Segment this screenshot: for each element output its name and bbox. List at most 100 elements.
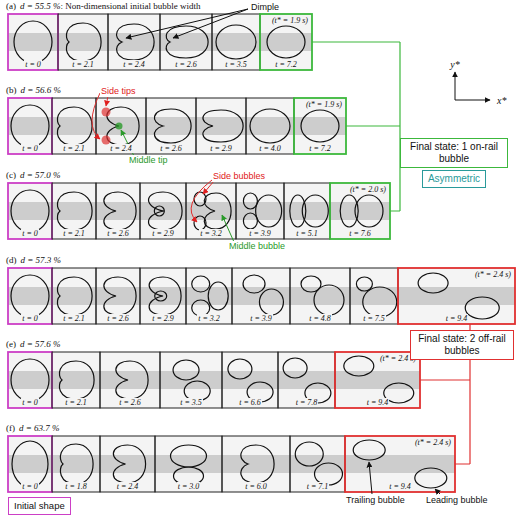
- width-value: d = 55.5 %: [20, 1, 61, 11]
- pointer-arrow: [191, 180, 212, 222]
- rail-band: [222, 455, 290, 473]
- channel-frame: [52, 183, 96, 239]
- panel-header: (a)d = 55.5 %: Non-dimensional initial b…: [6, 1, 201, 12]
- panel-header: (b)d = 56.6 %: [6, 85, 61, 96]
- bubble-outline: [166, 26, 208, 58]
- rail-band: [8, 117, 52, 135]
- bubble-outline: [243, 275, 265, 293]
- bubble-outline: [243, 193, 257, 209]
- bubble-outline: [12, 441, 48, 487]
- middle-tip-note: Middle tip: [128, 155, 169, 166]
- time-label: t = 9.4: [366, 398, 390, 407]
- time-label: t = 7.2: [308, 144, 332, 153]
- channel-frame: [8, 98, 52, 154]
- channel-frame: [100, 436, 155, 492]
- rail-band: [96, 202, 140, 220]
- channel-frame: [186, 268, 232, 324]
- frame-border: [186, 268, 232, 324]
- channel-frame: [52, 98, 96, 154]
- bubble-outline: [113, 445, 145, 483]
- channel-frame: [232, 268, 290, 324]
- panel-header: (c)d = 57.0 %: [6, 170, 61, 181]
- frame-border: [96, 268, 140, 324]
- time-label: t = 7.2: [274, 60, 298, 69]
- channel-frame: [8, 352, 52, 408]
- bracket-line: [312, 42, 400, 211]
- bubble-outline: [116, 361, 148, 399]
- frame-border: [232, 268, 290, 324]
- bubble-outline: [155, 291, 167, 301]
- pointer-arrow: [435, 489, 440, 494]
- time-label: t = 2.1: [62, 144, 86, 153]
- time-label: t = 1.8: [64, 482, 88, 491]
- time-label: t = 5.1: [295, 229, 319, 238]
- width-value: d = 63.7 %: [19, 423, 60, 433]
- frame-border: [100, 436, 155, 492]
- bubble-outline: [363, 287, 397, 317]
- channel-frame: [290, 436, 345, 492]
- time-label: t = 3.9: [249, 314, 273, 323]
- bubble-outline: [171, 445, 207, 467]
- frame-border: [290, 436, 345, 492]
- frame-border: [330, 183, 390, 239]
- rail-band: [160, 371, 222, 389]
- channel-frame: [260, 14, 312, 70]
- callout-box: Asymmetric: [422, 170, 486, 188]
- pointer-arrow: [455, 72, 456, 100]
- side-tips-note: Side tips: [100, 86, 137, 97]
- time-label: t = 2.9: [151, 229, 175, 238]
- time-label: t = 2.6: [106, 229, 130, 238]
- channel-frame: [8, 268, 52, 324]
- channel-frame: [222, 352, 278, 408]
- frame-border: [8, 436, 52, 492]
- channel-frame: [8, 436, 52, 492]
- panel-header: (d)d = 57.3 %: [6, 255, 61, 266]
- bubble-outline: [194, 192, 206, 206]
- side-tip-marker: [102, 108, 111, 117]
- pointer-arrow: [92, 93, 100, 139]
- bubble-outline: [11, 190, 49, 232]
- frame-border: [8, 98, 52, 154]
- frame-border: [96, 98, 146, 154]
- side-bubbles-note: Side bubbles: [212, 171, 266, 182]
- frame-border: [8, 14, 58, 70]
- channel-frame: [146, 98, 196, 154]
- time-label: t = 0: [21, 398, 39, 407]
- frame-border: [222, 436, 290, 492]
- bubble-outline: [208, 282, 228, 310]
- rail-band: [52, 202, 96, 220]
- channel-frame: [284, 183, 330, 239]
- frame-border: [52, 436, 100, 492]
- time-label: t = 0: [24, 60, 42, 69]
- rail-band: [330, 202, 390, 220]
- bubble-outline: [194, 216, 206, 230]
- frame-border: [246, 98, 294, 154]
- panel-tag: (b): [6, 85, 17, 95]
- rail-band: [290, 287, 350, 305]
- frame-border: [108, 14, 160, 70]
- bubble-outline: [149, 192, 183, 230]
- time-label: t = 7.1: [306, 482, 330, 491]
- time-label: t = 3.5: [224, 60, 248, 69]
- frame-border: [345, 436, 455, 492]
- bubble-outline: [290, 195, 306, 227]
- callout-box: Final state: 1 on-rail bubble: [400, 138, 508, 168]
- rail-band: [8, 33, 58, 51]
- bubble-outline: [149, 277, 181, 315]
- frame-border: [52, 98, 96, 154]
- time-label: t = 4.0: [258, 144, 282, 153]
- final-time: (t* = 2.0 s): [349, 185, 387, 194]
- frame-border: [8, 183, 52, 239]
- rail-band: [8, 371, 52, 389]
- time-label: t = 0: [21, 314, 39, 323]
- callout-text: Final state: 1 on-rail bubble: [410, 141, 498, 164]
- channel-frame: [160, 352, 222, 408]
- frame-border: [260, 14, 312, 70]
- final-time: (t* = 2.4 s): [414, 438, 452, 447]
- frame-border: [398, 268, 515, 324]
- rail-band: [278, 371, 335, 389]
- bubble-outline: [250, 109, 290, 143]
- width-value: d = 57.3 %: [21, 255, 62, 265]
- time-label: t = 3.2: [199, 229, 223, 238]
- pointer-arrow: [222, 215, 234, 242]
